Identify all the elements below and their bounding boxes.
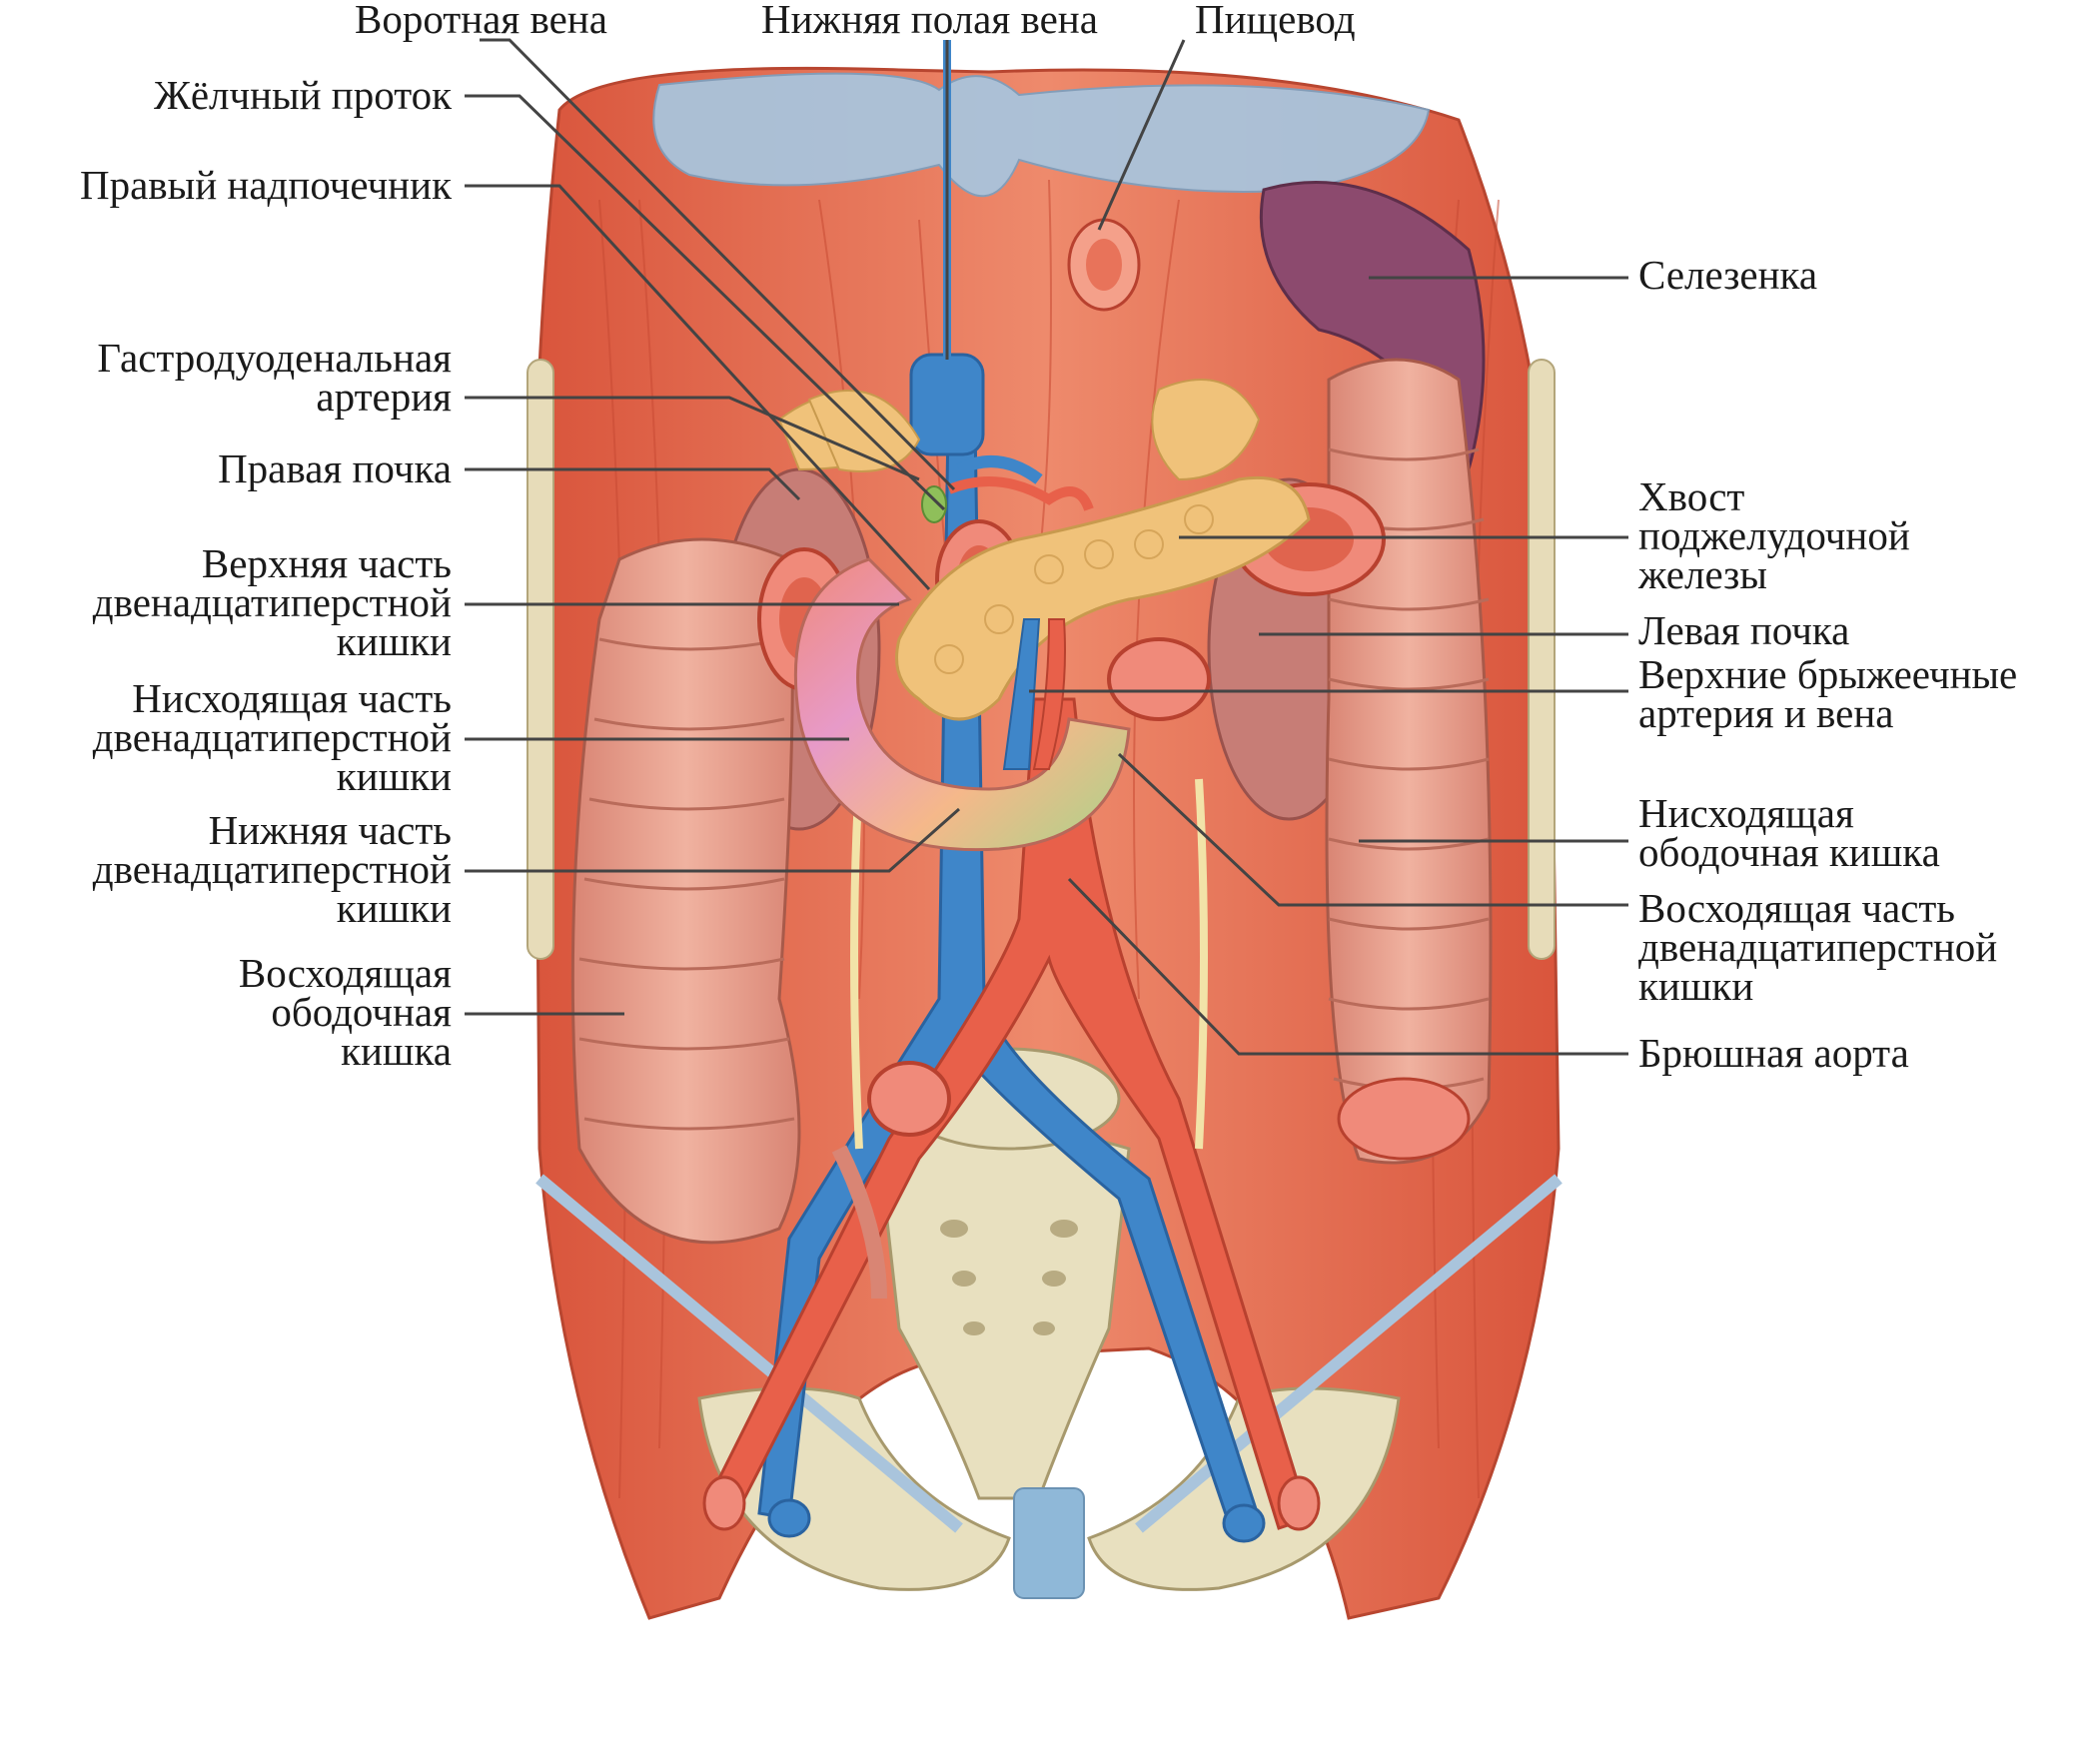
descending-colon-cut-lower (1337, 1077, 1471, 1161)
label-text: Селезенка (1638, 252, 1818, 298)
ureter-left (1195, 778, 1208, 1150)
label-line: кишки (336, 618, 452, 664)
ascending-colon-haustra (578, 637, 795, 1131)
ivc-upper (909, 353, 985, 456)
label-line: кишки (336, 753, 452, 799)
ureter-right (850, 778, 863, 1150)
label-line: артерия и вена (1638, 690, 1894, 736)
label-duod-superior: Верхняя часть двенадцатиперстной кишки (92, 540, 452, 664)
leader-lines (465, 38, 1628, 1056)
abdominal-aorta (706, 697, 1311, 1530)
label-right-kidney: Правая почка (218, 445, 452, 491)
label-duod-inferior: Нижняя часть двенадцатиперстной кишки (92, 807, 452, 931)
hepatic-artery (947, 476, 1094, 511)
label-line: ободочная (271, 989, 452, 1035)
label-portal-vein: Воротная вена (355, 0, 607, 42)
label-line: Нижняя часть (208, 807, 452, 853)
label-spleen: Селезенка (1638, 252, 1818, 298)
label-line: двенадцатиперстной (92, 846, 452, 892)
label-line: Хвост (1638, 473, 1745, 519)
label-text: Левая почка (1638, 607, 1850, 653)
label-line: двенадцатиперстной (1638, 924, 1998, 970)
iliac-vein-cut-right (767, 1498, 811, 1538)
label-bile-duct: Жёлчный проток (154, 72, 452, 118)
label-ascending-colon: Восходящая ободочная кишка (238, 950, 452, 1074)
label-line: Восходящая (238, 950, 452, 996)
iliac-artery-cut-right (702, 1475, 746, 1531)
superior-mesenteric-artery (1032, 618, 1066, 770)
inguinal-ligament-left (1135, 1174, 1563, 1533)
sacrum (877, 1127, 1131, 1500)
rib-left (1528, 359, 1556, 960)
label-duod-descending: Нисходящая часть двенадцатиперстной кишк… (92, 675, 452, 799)
label-line: железы (1638, 551, 1767, 597)
label-sup-mesenteric: Верхние брыжеечные артерия и вена (1638, 651, 2018, 736)
iliac-vein-cut-left (1222, 1503, 1266, 1543)
label-line: Верхняя часть (201, 540, 452, 586)
label-line: Нисходящая (1638, 790, 1854, 836)
label-abdominal-aorta: Брюшная аорта (1638, 1030, 1909, 1076)
label-text: Нижняя полая вена (761, 0, 1098, 42)
label-text: Жёлчный проток (154, 72, 452, 118)
label-line: кишки (1638, 963, 1754, 1009)
label-line: Гастродуоденальная (97, 335, 452, 381)
label-right-adrenal: Правый надпочечник (79, 162, 452, 208)
label-esophagus: Пищевод (1195, 0, 1356, 42)
ileum-cut (867, 1061, 951, 1137)
label-text: Пищевод (1195, 0, 1356, 42)
label-line: кишки (336, 885, 452, 931)
label-ivc: Нижняя полая вена (761, 0, 1098, 42)
label-text: Правый надпочечник (79, 162, 452, 208)
label-text: Воротная вена (355, 0, 607, 42)
rib-right (526, 359, 554, 960)
appendix (831, 1145, 887, 1300)
label-line: двенадцатиперстной (92, 714, 452, 760)
inguinal-ligament-right (535, 1174, 963, 1533)
label-line: двенадцатиперстной (92, 579, 452, 625)
label-left-kidney: Левая почка (1638, 607, 1850, 653)
pancreas-upper-lobe (1151, 379, 1261, 481)
iliac-artery-cut-left (1277, 1475, 1321, 1531)
sacral-foramina (940, 1220, 1078, 1335)
label-line: кишка (341, 1028, 452, 1074)
portal-vein (956, 455, 1043, 484)
duodenojejunal-cut (1107, 637, 1211, 721)
label-text: Правая почка (218, 445, 452, 491)
label-line: ободочная кишка (1638, 829, 1940, 875)
label-pancreas-tail: Хвост поджелудочной железы (1638, 473, 1910, 597)
label-text: Брюшная аорта (1638, 1030, 1909, 1076)
pubic-symphysis (1013, 1487, 1085, 1599)
label-line: Верхние брыжеечные (1638, 651, 2018, 697)
label-line: артерия (316, 374, 452, 420)
label-line: поджелудочной (1638, 512, 1910, 558)
label-descending-colon: Нисходящая ободочная кишка (1638, 790, 1940, 875)
pancreas-lobules (934, 504, 1214, 674)
label-line: Нисходящая часть (132, 675, 452, 721)
superior-mesenteric-vein (1002, 618, 1041, 770)
descending-colon (1325, 358, 1493, 1165)
label-duod-ascending: Восходящая часть двенадцатиперстной кишк… (1638, 885, 1998, 1009)
label-line: Восходящая часть (1638, 885, 1956, 931)
duodenum (793, 557, 1131, 852)
label-gastroduodenal: Гастродуоденальная артерия (97, 335, 452, 420)
